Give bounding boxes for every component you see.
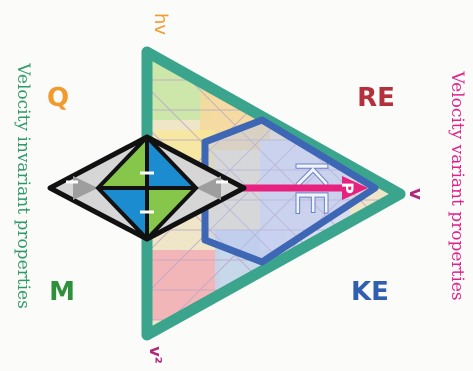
m-label: M bbox=[49, 277, 75, 307]
right-side-label: Velocity variant properties bbox=[447, 70, 467, 300]
ke-label: KE bbox=[351, 277, 389, 307]
left-side-label: Velocity invariant properties bbox=[13, 62, 33, 309]
v2-label: v² bbox=[146, 346, 165, 363]
re-label: RE bbox=[357, 83, 395, 113]
q-label: Q bbox=[47, 83, 69, 113]
v-label: v bbox=[405, 188, 426, 200]
p-label: P bbox=[338, 182, 357, 194]
hv-label: hv bbox=[150, 13, 171, 35]
